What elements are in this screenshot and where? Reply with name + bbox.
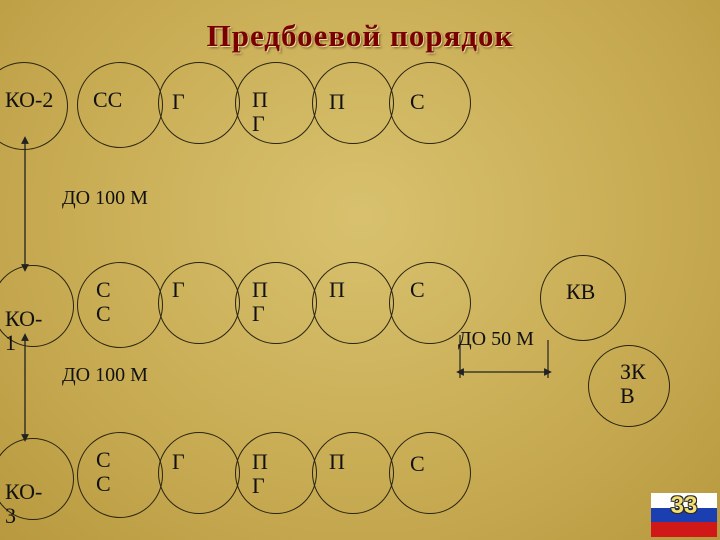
node-label: П bbox=[329, 277, 345, 302]
node-circle bbox=[312, 62, 394, 144]
node-ko1-leader bbox=[0, 265, 74, 347]
node-label: СС bbox=[93, 87, 123, 112]
slide-title: Предбоевой порядок bbox=[206, 18, 514, 53]
node-ko3-leader bbox=[0, 438, 74, 520]
node-label: П bbox=[329, 449, 345, 474]
distance-label-top: ДО 100 М bbox=[62, 187, 148, 209]
node-label: С С bbox=[96, 277, 111, 326]
node-circle bbox=[312, 262, 394, 344]
node-label: КО-2 bbox=[5, 87, 54, 112]
node-label: С bbox=[410, 89, 425, 114]
node-label: ЗК В bbox=[620, 359, 646, 408]
node-circle bbox=[235, 62, 317, 144]
node-circle bbox=[389, 262, 471, 344]
node-kv bbox=[540, 255, 626, 341]
distance-label-kv: ДО 50 М bbox=[458, 328, 534, 350]
node-circle bbox=[77, 432, 163, 518]
node-label: С bbox=[410, 451, 425, 476]
node-circle bbox=[235, 432, 317, 514]
distance-label-bottom: ДО 100 М bbox=[62, 364, 148, 386]
page-number: 33 bbox=[670, 492, 698, 519]
node-circle bbox=[158, 262, 240, 344]
node-label: С bbox=[410, 277, 425, 302]
node-circle bbox=[77, 262, 163, 348]
node-label: КО- 1 bbox=[5, 306, 43, 355]
node-label: КВ bbox=[566, 279, 596, 304]
node-label: Г bbox=[172, 277, 185, 302]
node-label: С С bbox=[96, 447, 111, 496]
node-label: КО- 3 bbox=[5, 479, 43, 528]
node-zkv bbox=[588, 345, 670, 427]
node-label: П Г bbox=[252, 87, 268, 136]
node-label: Г bbox=[172, 89, 185, 114]
node-circle bbox=[158, 432, 240, 514]
node-label: П Г bbox=[252, 449, 268, 498]
node-circle bbox=[158, 62, 240, 144]
node-label: П bbox=[329, 89, 345, 114]
node-circle bbox=[389, 432, 471, 514]
russian-flag-icon bbox=[651, 493, 717, 537]
node-circle bbox=[389, 62, 471, 144]
node-circle bbox=[312, 432, 394, 514]
node-circle bbox=[235, 262, 317, 344]
node-label: П Г bbox=[252, 277, 268, 326]
node-label: Г bbox=[172, 449, 185, 474]
